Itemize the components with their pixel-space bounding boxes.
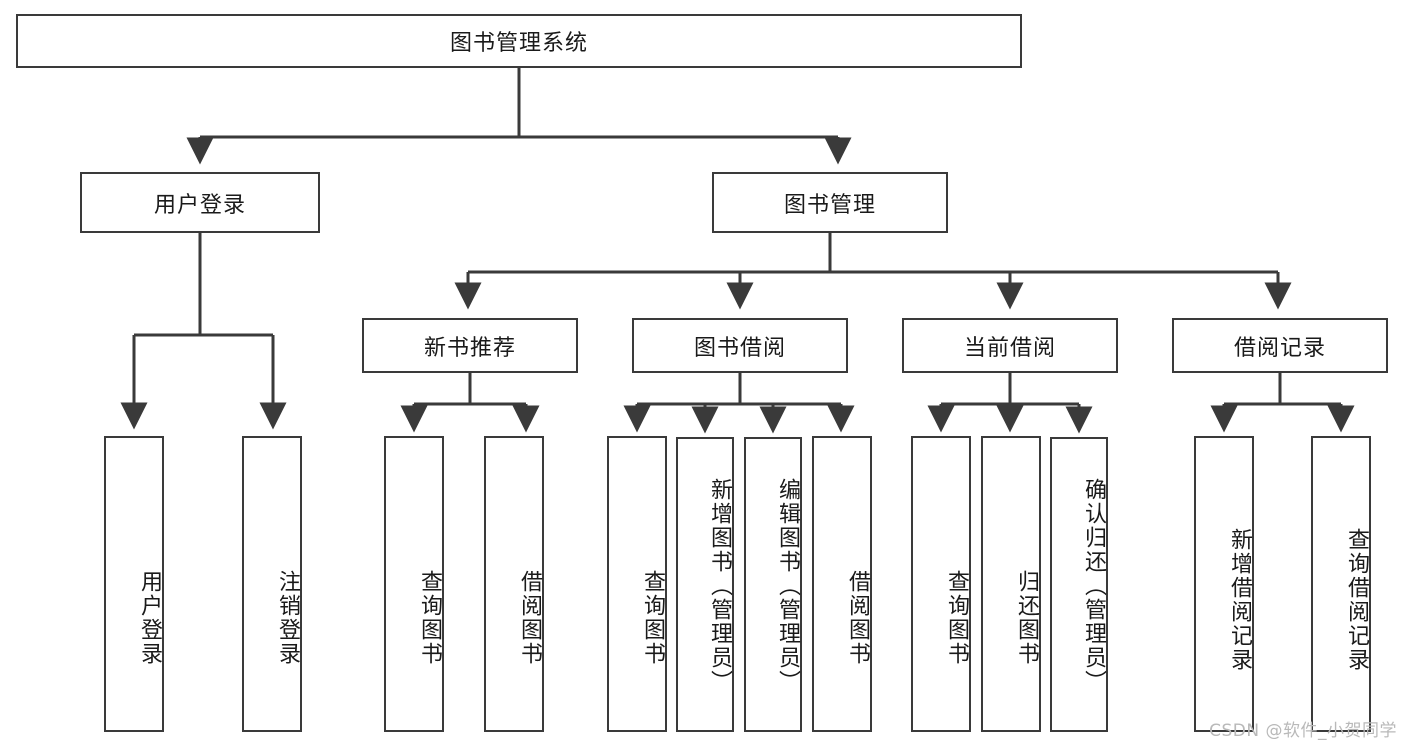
node-book-borrow[interactable]: 图书借阅 [632, 318, 848, 373]
leaf-logout-label: 注销登录 [275, 570, 300, 666]
node-new-book-recommend[interactable]: 新书推荐 [362, 318, 578, 373]
node-book-manage[interactable]: 图书管理 [712, 172, 948, 233]
node-user-login[interactable]: 用户登录 [80, 172, 320, 233]
leaf-borrow-book-2-label: 借阅图书 [845, 570, 870, 666]
leaf-borrow-book-1-label: 借阅图书 [517, 570, 542, 666]
leaf-user-login[interactable]: 用户登录 [104, 436, 164, 732]
leaf-add-record[interactable]: 新增借阅记录 [1194, 436, 1254, 732]
leaf-add-record-label: 新增借阅记录 [1227, 528, 1252, 672]
node-user-login-label: 用户登录 [153, 192, 246, 218]
leaf-confirm-return[interactable]: 确认归还（管理员） [1050, 437, 1108, 732]
leaf-borrow-book-1[interactable]: 借阅图书 [484, 436, 544, 732]
node-borrow-record[interactable]: 借阅记录 [1172, 318, 1388, 373]
leaf-query-record-label: 查询借阅记录 [1344, 528, 1369, 672]
leaf-confirm-return-label: 确认归还（管理员） [1081, 477, 1106, 694]
node-root-label: 图书管理系统 [449, 31, 588, 56]
node-book-manage-label: 图书管理 [783, 192, 876, 218]
leaf-return-book-label: 归还图书 [1014, 570, 1039, 666]
node-current-borrow[interactable]: 当前借阅 [902, 318, 1118, 373]
leaf-add-book-label: 新增图书（管理员） [707, 477, 732, 694]
node-new-book-recommend-label: 新书推荐 [423, 335, 516, 361]
leaf-user-login-label: 用户登录 [137, 570, 162, 666]
leaf-add-book[interactable]: 新增图书（管理员） [676, 437, 734, 732]
leaf-borrow-book-2[interactable]: 借阅图书 [812, 436, 872, 732]
leaf-query-book-1-label: 查询图书 [417, 570, 442, 666]
leaf-query-book-1[interactable]: 查询图书 [384, 436, 444, 732]
node-borrow-record-label: 借阅记录 [1233, 335, 1326, 361]
leaf-return-book[interactable]: 归还图书 [981, 436, 1041, 732]
leaf-query-book-3-label: 查询图书 [944, 570, 969, 666]
node-book-borrow-label: 图书借阅 [693, 335, 786, 361]
node-root[interactable]: 图书管理系统 [16, 14, 1022, 68]
leaf-logout[interactable]: 注销登录 [242, 436, 302, 732]
leaf-edit-book[interactable]: 编辑图书（管理员） [744, 437, 802, 732]
node-current-borrow-label: 当前借阅 [963, 335, 1056, 361]
leaf-edit-book-label: 编辑图书（管理员） [775, 477, 800, 694]
csdn-watermark: CSDN @软件_小贺同学 [1209, 721, 1397, 741]
leaf-query-book-2[interactable]: 查询图书 [607, 436, 667, 732]
leaf-query-book-2-label: 查询图书 [640, 570, 665, 666]
leaf-query-record[interactable]: 查询借阅记录 [1311, 436, 1371, 732]
leaf-query-book-3[interactable]: 查询图书 [911, 436, 971, 732]
